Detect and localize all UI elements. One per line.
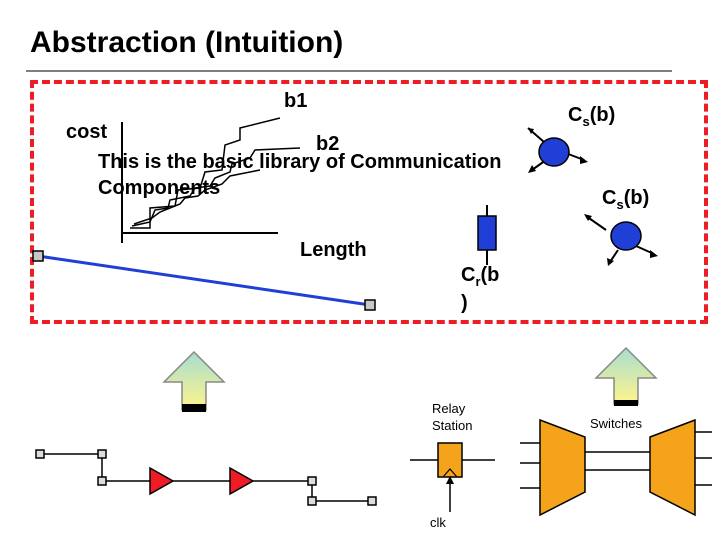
switch-node-right (584, 214, 658, 266)
length-label: Length (300, 239, 367, 261)
repeater-1 (149, 466, 175, 496)
abstraction-arrow-left (162, 350, 226, 412)
switch-node-top (527, 127, 588, 173)
relay-station (410, 442, 495, 512)
cost-length-plot (121, 117, 301, 243)
cr-label: Cr(b (461, 264, 500, 289)
relay-station-label-line1: Relay (432, 401, 466, 416)
curve-b2 (131, 147, 301, 227)
library-caption-line1: This is the basic library of Communicati… (98, 151, 502, 173)
cs-label-right: Cs(b) (602, 187, 650, 212)
slide-title: Abstraction (Intuition) (30, 26, 344, 59)
cost-label: cost (66, 121, 108, 143)
b2-label: b2 (316, 133, 340, 155)
link-endpoint-left (32, 250, 44, 262)
relay-station-label-line2: Station (432, 418, 473, 433)
cs-label-top: Cs(b) (568, 104, 616, 129)
link-component (32, 250, 376, 311)
curve-b1 (130, 117, 281, 229)
abstraction-arrow-right (594, 346, 658, 406)
switches-group (520, 418, 712, 517)
curve-b3 (133, 169, 261, 225)
library-caption-line2: Components (98, 177, 221, 199)
switch-2 (649, 418, 696, 517)
title-underline (26, 70, 672, 72)
link-endpoint-right (364, 299, 376, 311)
switch-1 (539, 418, 586, 517)
relay-node (477, 205, 497, 265)
cr-label-continuation: ) (461, 292, 468, 314)
b1-label: b1 (284, 90, 308, 112)
switches-label: Switches (590, 416, 643, 431)
wire-with-repeaters (35, 449, 377, 506)
clk-label: clk (430, 515, 446, 530)
library-dashed-box (30, 80, 708, 324)
repeater-2 (229, 466, 255, 496)
